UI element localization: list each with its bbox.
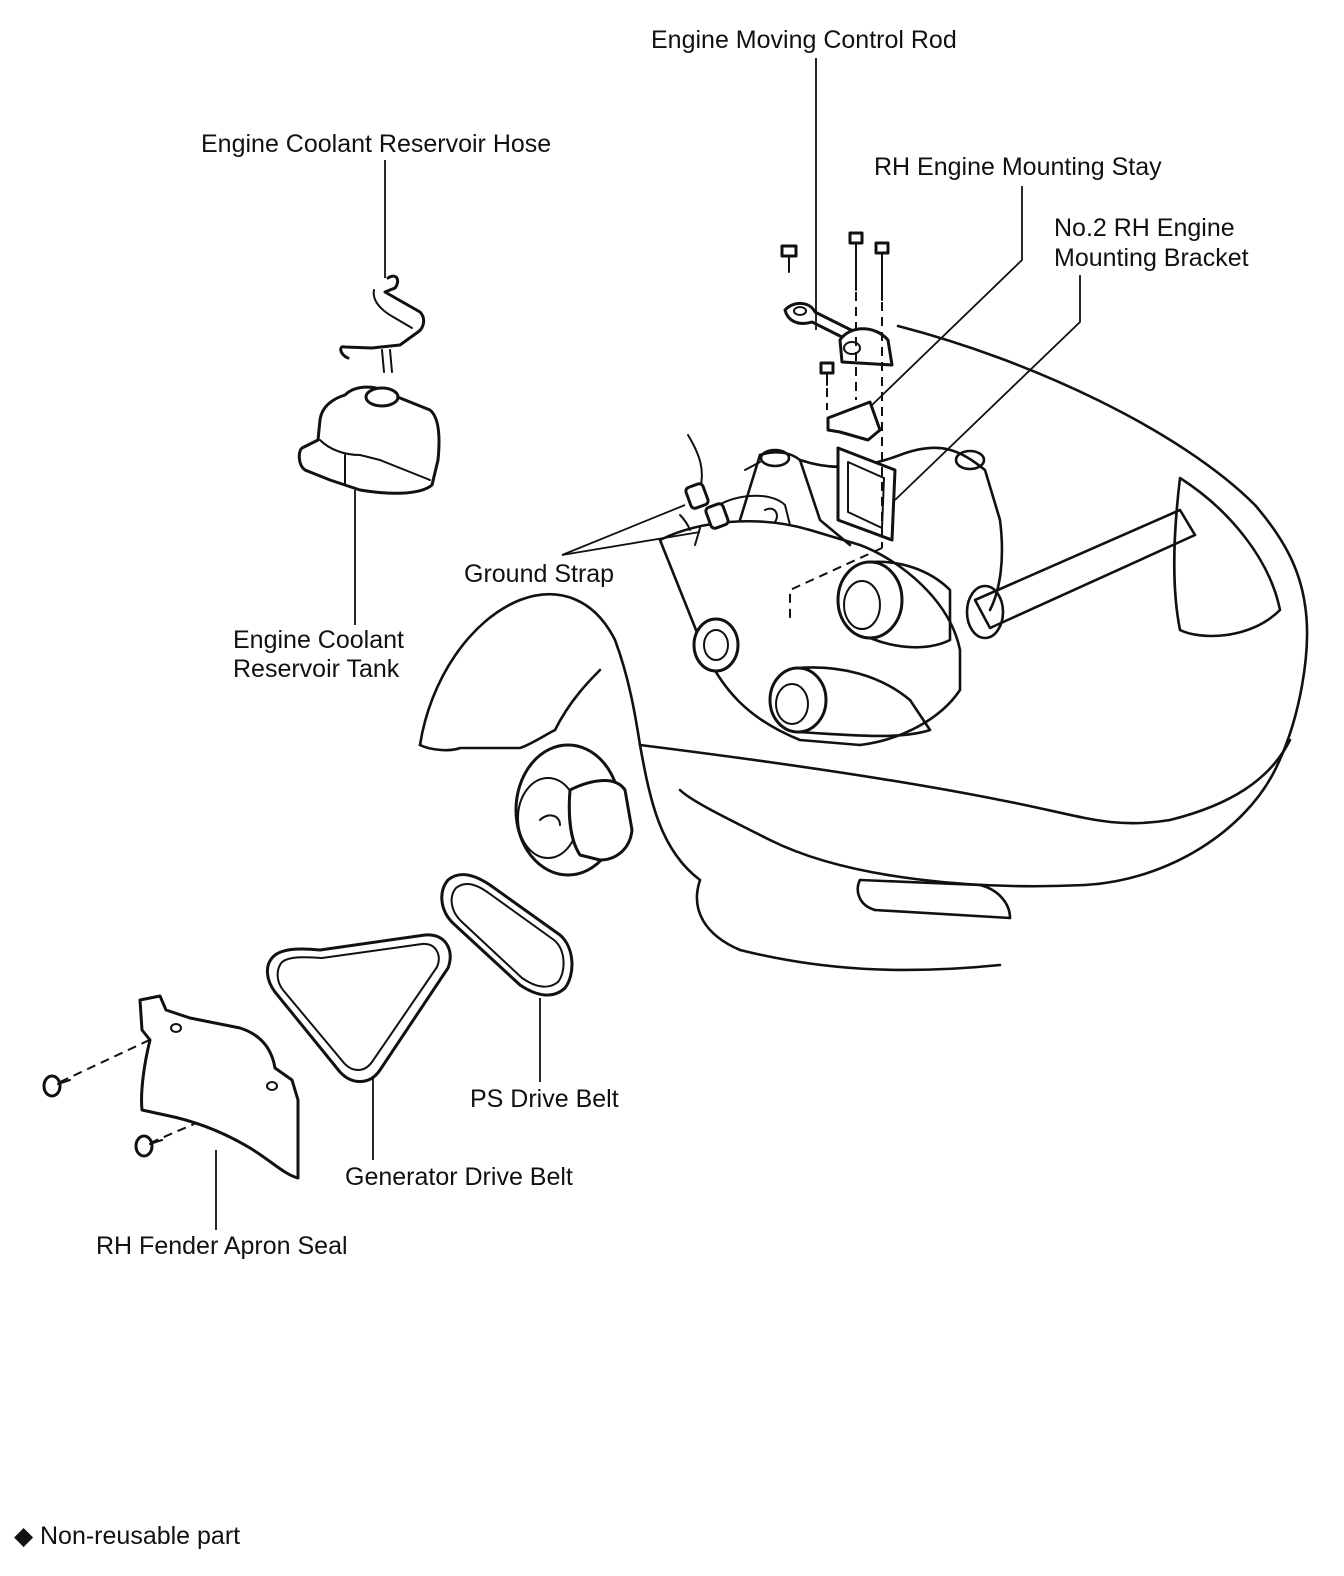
- label-ps-drive-belt: PS Drive Belt: [470, 1085, 619, 1113]
- label-engine-coolant-reservoir-hose: Engine Coolant Reservoir Hose: [201, 130, 551, 158]
- wheel-hub-disc: [514, 743, 634, 877]
- legend-text: Non-reusable part: [40, 1522, 240, 1550]
- leader-lines: [215, 58, 1081, 1230]
- label-engine-coolant-reservoir-tank-line1: Engine Coolant: [233, 626, 404, 654]
- label-no2-rh-engine-mounting-bracket-line2: Mounting Bracket: [1054, 244, 1249, 272]
- label-generator-drive-belt: Generator Drive Belt: [345, 1163, 573, 1191]
- callout-labels: Engine Moving Control Rod Engine Coolant…: [96, 26, 1249, 1260]
- non-reusable-symbol-icon: ◆: [14, 1522, 34, 1550]
- apron-seal-screws: [42, 1074, 163, 1158]
- label-engine-moving-control-rod: Engine Moving Control Rod: [651, 26, 957, 54]
- coolant-reservoir-hose: [339, 274, 426, 373]
- label-no2-rh-engine-mounting-bracket-line1: No.2 RH Engine: [1054, 214, 1235, 242]
- vehicle-front-end: [418, 324, 1309, 972]
- engine-mounting-stay: [783, 302, 894, 442]
- bolt-set: [780, 231, 890, 386]
- coolant-reservoir-tank: [297, 385, 441, 495]
- legend: ◆ Non-reusable part: [14, 1522, 240, 1550]
- rh-fender-apron-seal: [138, 994, 300, 1180]
- label-rh-fender-apron-seal: RH Fender Apron Seal: [96, 1232, 348, 1260]
- label-engine-coolant-reservoir-tank-line2: Reservoir Tank: [233, 655, 400, 683]
- label-rh-engine-mounting-stay: RH Engine Mounting Stay: [874, 153, 1162, 181]
- engine-assembly: [658, 446, 1004, 747]
- ps-drive-belt: [440, 873, 574, 997]
- label-ground-strap: Ground Strap: [464, 560, 614, 588]
- generator-drive-belt: [266, 933, 452, 1083]
- ground-strap: [679, 434, 791, 546]
